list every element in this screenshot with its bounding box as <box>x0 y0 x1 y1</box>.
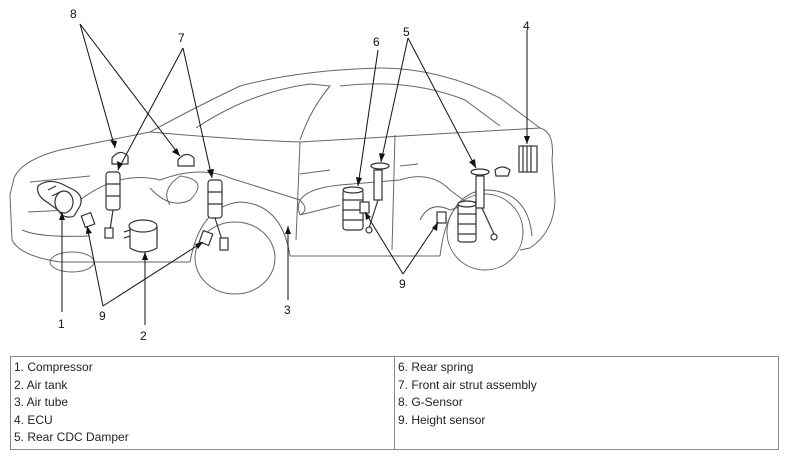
callout-7: 7 <box>178 31 185 45</box>
g-sensor-left <box>111 151 129 165</box>
legend-item-g-sensor: 8. G-Sensor <box>398 395 463 409</box>
legend-table: 1. Compressor 2. Air tank 3. Air tube 4.… <box>10 356 779 450</box>
air-tank <box>123 219 158 253</box>
leader-lines <box>61 23 528 325</box>
legend-item-ecu: 4. ECU <box>14 412 53 427</box>
callout-9-rear: 9 <box>399 277 406 291</box>
ecu <box>518 145 538 173</box>
rear-spring-right <box>457 200 477 243</box>
legend-item-rear-spring: 6. Rear spring <box>398 360 474 374</box>
air-tube-routing <box>79 171 481 221</box>
legend-item-air-tube: 3. Air tube <box>14 395 69 409</box>
front-air-strut-left <box>104 171 121 239</box>
g-sensor-rear <box>494 166 511 177</box>
legend-item-air-tank: 2. Air tank <box>14 377 68 392</box>
callout-3: 3 <box>284 303 291 317</box>
callout-9-front: 9 <box>99 309 106 323</box>
compressor <box>37 180 82 218</box>
height-sensor-rear-left <box>359 201 370 214</box>
height-sensor-rear-right <box>436 211 447 224</box>
arrow-heads <box>59 136 530 260</box>
rear-cdc-damper-left <box>365 162 390 234</box>
legend-item-front-air-strut: 7. Front air strut assembly <box>398 377 537 392</box>
callout-4: 4 <box>523 19 530 33</box>
legend-item-height-sensor: 9. Height sensor <box>398 412 486 427</box>
front-air-strut-right <box>207 179 229 251</box>
suspension-diagram: 8 7 6 5 4 1 2 3 9 9 <box>9 7 556 343</box>
callout-6: 6 <box>373 35 380 49</box>
legend-item-rear-cdc-damper: 5. Rear CDC Damper <box>14 430 129 444</box>
callout-5: 5 <box>403 25 410 39</box>
legend-column-left: 1. Compressor 2. Air tank 3. Air tube 4.… <box>10 356 395 450</box>
legend-item-compressor: 1. Compressor <box>14 360 93 374</box>
callout-2: 2 <box>140 329 147 343</box>
car-body-outline <box>9 67 556 295</box>
height-sensor-front-left <box>80 211 96 229</box>
legend-column-right: 6. Rear spring 7. Front air strut assemb… <box>394 356 779 450</box>
rear-cdc-damper-right <box>470 168 498 241</box>
callout-8: 8 <box>70 7 77 21</box>
callout-1: 1 <box>58 317 65 331</box>
g-sensor-right <box>177 153 195 167</box>
